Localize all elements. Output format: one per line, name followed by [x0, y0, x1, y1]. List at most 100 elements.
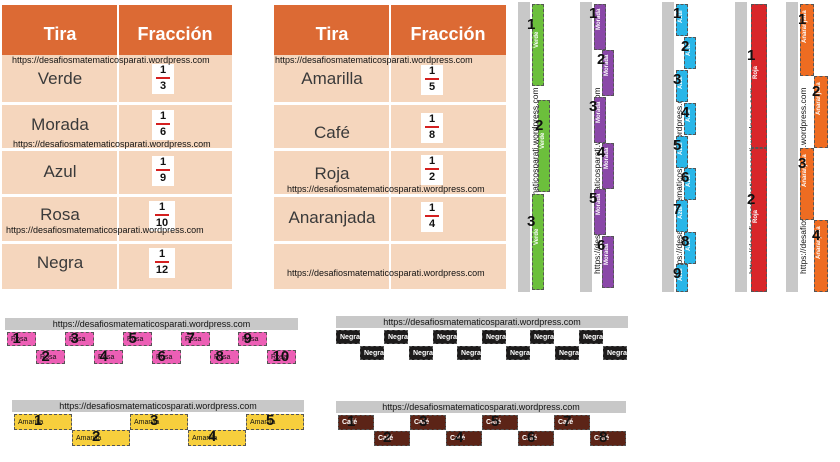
fraction-denominator: 9: [159, 172, 167, 184]
piece-number: 6: [597, 237, 606, 254]
fraction-numerator: 1: [428, 155, 436, 167]
strip-piece: Negra: [384, 330, 408, 344]
piece-label: Negra: [510, 349, 530, 357]
horizontal-strip-amarilla: https://desafiosmatematicosparati.wordpr…: [12, 400, 304, 448]
piece-number: 1: [798, 11, 807, 28]
strip-piece: Negra: [482, 330, 506, 344]
strip-piece: Negra: [409, 346, 433, 360]
piece-number: 4: [812, 227, 821, 244]
piece-number: 10: [272, 348, 290, 365]
fraction-numerator: 1: [159, 156, 167, 168]
column-divider: [117, 5, 119, 289]
piece-label: Café: [486, 419, 502, 426]
piece-number: 9: [243, 330, 252, 347]
piece-number: 4: [99, 348, 108, 365]
watermark-url: https://desafiosmatematicosparati.wordpr…: [52, 319, 251, 329]
piece-number: 3: [419, 413, 428, 430]
piece-label: Rosa: [69, 335, 86, 343]
table-row-name: Verde: [37, 69, 83, 88]
strip-piece: Negra: [603, 346, 627, 360]
piece-number: 3: [150, 412, 159, 429]
row-divider: [274, 102, 506, 105]
strip-piece: Negra: [530, 330, 554, 344]
piece-number: 4: [455, 429, 464, 446]
fraction-denominator: 2: [428, 171, 436, 183]
fraction-numerator: 1: [158, 201, 166, 213]
row-divider: [2, 148, 232, 151]
strip-piece: Negra: [555, 346, 579, 360]
piece-label: Amarilla: [76, 434, 102, 442]
table-row-name: Anaranjada: [288, 208, 376, 227]
table-row-name: Café: [314, 123, 350, 142]
row-divider: [274, 241, 506, 244]
strip-piece: Negra: [433, 330, 457, 344]
piece-number: 1: [12, 330, 21, 347]
piece-number: 1: [527, 16, 536, 33]
piece-number: 1: [34, 412, 43, 429]
piece-label: Negra: [413, 349, 433, 357]
piece-number: 4: [208, 428, 217, 445]
fraction-numerator: 1: [159, 110, 167, 122]
strip-piece: Negra: [457, 346, 481, 360]
piece-label: Negra: [461, 349, 481, 357]
piece-label: Rosa: [11, 335, 28, 343]
piece-number: 5: [589, 190, 598, 207]
piece-number: 2: [92, 428, 101, 445]
strip-rail: [662, 2, 674, 292]
piece-label: Rosa: [127, 335, 144, 343]
piece-number: 1: [673, 5, 682, 22]
piece-label: Rosa: [98, 353, 115, 361]
piece-label: Verde: [534, 31, 540, 48]
row-divider: [274, 148, 506, 151]
piece-label: Amarilla: [18, 418, 44, 426]
piece-number: 2: [747, 191, 756, 208]
piece-number: 8: [681, 233, 690, 250]
piece-label: Amarilla: [250, 418, 276, 426]
row-divider: [274, 194, 506, 197]
piece-number: 3: [589, 98, 598, 115]
piece-number: 3: [527, 213, 536, 230]
piece-label: Negra: [388, 333, 408, 341]
piece-label: Café: [414, 419, 430, 426]
piece-number: 5: [266, 412, 275, 429]
piece-label: Café: [378, 435, 394, 442]
piece-label: Café: [342, 419, 358, 426]
horizontal-strip-rosa: https://desafiosmatematicosparati.wordpr…: [5, 318, 298, 366]
piece-label: Roja: [753, 65, 759, 79]
watermark-url: https://desafiosmatematicosparati.wordpr…: [287, 268, 485, 278]
piece-number: 5: [673, 137, 682, 154]
fraction-numerator: 1: [158, 248, 166, 260]
piece-label: Amarilla: [192, 434, 218, 442]
row-divider: [2, 194, 232, 197]
